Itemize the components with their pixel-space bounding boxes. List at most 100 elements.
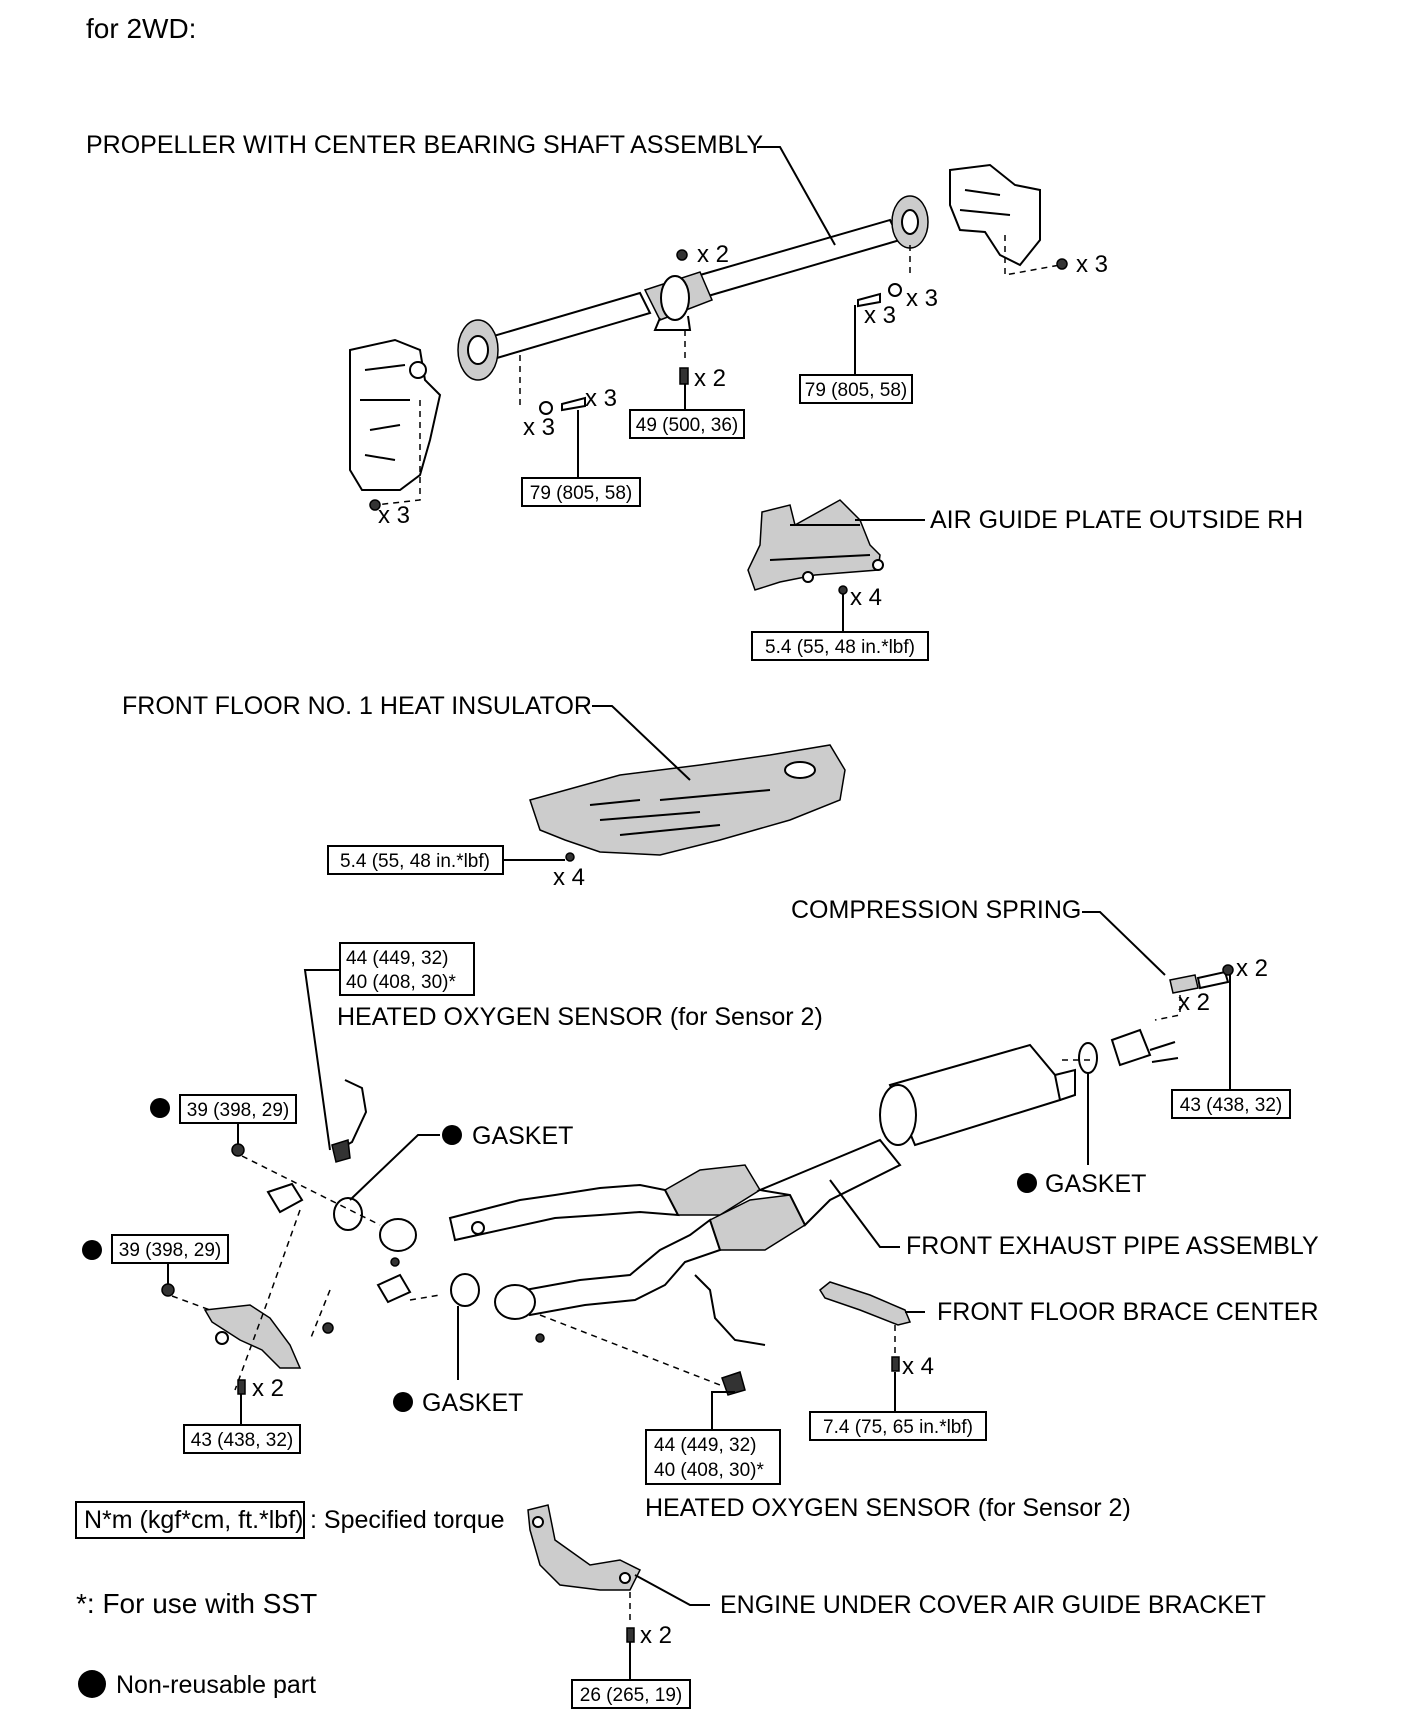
pipe-lower: [523, 1218, 722, 1317]
count-x4-insulator: x 4: [553, 864, 585, 891]
count-x2-bracket: x 2: [252, 1375, 284, 1402]
pipe-merge: [756, 1138, 902, 1227]
bolt-brace: [891, 1356, 900, 1372]
spring-nut: [1222, 964, 1234, 976]
non-reusable-dot-gasket-upper: [442, 1125, 462, 1145]
exhaust-pipe-drawing: [161, 1028, 1179, 1396]
exhaust-bracket: [203, 1304, 302, 1369]
pipe-upper: [448, 1183, 680, 1242]
legend-torque-units: N*m (kgf*cm, ft.*lbf): [84, 1506, 303, 1534]
torque-sensor-lower-1: 44 (449, 32): [654, 1435, 756, 1456]
torque-bracket: 43 (438, 32): [191, 1430, 293, 1451]
torque-box-bracket: [183, 1424, 301, 1454]
torque-box-49: [629, 409, 745, 439]
propeller-shaft-drawing: [349, 163, 1068, 511]
tailpipe-flange: [1110, 1028, 1152, 1067]
gasket-upper-part: [333, 1197, 363, 1231]
torque-nut-upper: 39 (398, 29): [187, 1100, 289, 1121]
washer-right: [888, 283, 902, 297]
legend: N*m (kgf*cm, ft.*lbf) : Specified torque…: [75, 1501, 505, 1699]
torque-box-sensor-upper: [339, 942, 475, 996]
non-reusable-dot-gasket-right: [1017, 1173, 1037, 1193]
nut-top-right: [1056, 258, 1068, 270]
count-x3-washer-right: x 3: [906, 285, 938, 312]
bolt-plate: [838, 585, 848, 595]
bolt-center: [679, 367, 689, 385]
torque-spring: 43 (438, 32): [1180, 1095, 1282, 1116]
spring-bolt: [1196, 970, 1230, 990]
torque-plate: 5.4 (55, 48 in.*lbf): [765, 637, 915, 658]
count-x3-bolt-left: x 3: [585, 385, 617, 412]
count-x4-brace: x 4: [902, 1353, 934, 1380]
count-x3-washer-left: x 3: [523, 414, 555, 441]
bolt-right: [857, 292, 881, 308]
propeller-tube: [478, 291, 652, 362]
torque-insulator: 5.4 (55, 48 in.*lbf): [340, 851, 490, 872]
legend-non-reusable: Non-reusable part: [116, 1671, 316, 1699]
torque-box-79-left: [521, 477, 641, 507]
non-reusable-dot-nut-upper: [150, 1098, 170, 1118]
torque-box-nut-lower: [111, 1234, 229, 1264]
nut-top: [676, 249, 688, 261]
count-x3-bolt-right: x 3: [864, 302, 896, 329]
count-x2-center: x 2: [694, 365, 726, 392]
nut-lower: [161, 1283, 175, 1297]
label-front-exhaust-pipe: FRONT EXHAUST PIPE ASSEMBLY: [906, 1232, 1319, 1260]
air-guide-bracket-drawing: [527, 1504, 642, 1591]
label-air-guide-bracket: ENGINE UNDER COVER AIR GUIDE BRACKET: [720, 1591, 1266, 1619]
torque-box-guide: [571, 1679, 691, 1709]
torque-box-brace: [809, 1411, 987, 1441]
bolt-left: [561, 396, 586, 412]
torque-sensor-upper-2: 40 (408, 30)*: [346, 972, 456, 993]
count-x2-spring-bolt: x 2: [1236, 955, 1268, 982]
bolt-insulator: [565, 852, 575, 862]
muffler: [888, 1043, 1062, 1147]
torque-box-spring: [1171, 1089, 1291, 1119]
heat-insulator-drawing: [529, 744, 846, 856]
legend-non-reusable-dot: [78, 1670, 106, 1698]
air-guide-plate-drawing: [747, 499, 884, 591]
label-gasket-right: GASKET: [1045, 1170, 1146, 1198]
label-front-floor-brace: FRONT FLOOR BRACE CENTER: [937, 1298, 1319, 1326]
oxygen-sensor-lower-part: [694, 1274, 766, 1346]
pipe-inlet-lower: [494, 1284, 536, 1320]
count-x2-guide: x 2: [640, 1622, 672, 1649]
page-heading: for 2WD:: [86, 13, 196, 44]
legend-sst: *: For use with SST: [76, 1588, 317, 1619]
torque-79-left: 79 (805, 58): [530, 483, 632, 504]
oxygen-sensor-upper-part: [337, 1079, 368, 1151]
torque-sensor-upper-1: 44 (449, 32): [346, 948, 448, 969]
torque-box-79-right: [799, 374, 913, 404]
count-x2-top: x 2: [697, 241, 729, 268]
count-x4-plate: x 4: [850, 584, 882, 611]
torque-79-right: 79 (805, 58): [805, 380, 907, 401]
count-x3-top-right: x 3: [1076, 251, 1108, 278]
compression-spring-part: [1169, 974, 1199, 994]
front-floor-brace-part: [819, 1281, 912, 1326]
torque-box-insulator: [327, 845, 504, 875]
label-gasket-lower: GASKET: [422, 1389, 523, 1417]
label-heat-insulator: FRONT FLOOR NO. 1 HEAT INSULATOR: [122, 692, 592, 720]
label-air-guide-plate: AIR GUIDE PLATE OUTSIDE RH: [930, 506, 1303, 534]
bolt-bracket: [237, 1379, 246, 1395]
label-compression-spring: COMPRESSION SPRING: [791, 896, 1081, 924]
non-reusable-dot-gasket-lower: [393, 1392, 413, 1412]
label-propeller: PROPELLER WITH CENTER BEARING SHAFT ASSE…: [86, 131, 763, 159]
nut-upper: [231, 1143, 245, 1157]
torque-brace: 7.4 (75, 65 in.*lbf): [823, 1417, 973, 1438]
torque-sensor-lower-2: 40 (408, 30)*: [654, 1460, 764, 1481]
nut-left: [369, 499, 381, 511]
bolt-guide: [626, 1627, 635, 1643]
label-oxygen-sensor-lower: HEATED OXYGEN SENSOR (for Sensor 2): [645, 1494, 1131, 1522]
torque-nut-lower: 39 (398, 29): [119, 1240, 221, 1261]
torque-box-plate: [751, 631, 929, 661]
count-x2-spring: x 2: [1178, 989, 1210, 1016]
label-oxygen-sensor-upper: HEATED OXYGEN SENSOR (for Sensor 2): [337, 1003, 823, 1031]
torque-49: 49 (500, 36): [636, 415, 738, 436]
legend-torque-text: : Specified torque: [310, 1506, 505, 1534]
gasket-lower-part: [450, 1273, 480, 1307]
transmission-housing: [349, 338, 442, 491]
differential-housing: [949, 163, 1041, 267]
non-reusable-dot-nut-lower: [82, 1240, 102, 1260]
